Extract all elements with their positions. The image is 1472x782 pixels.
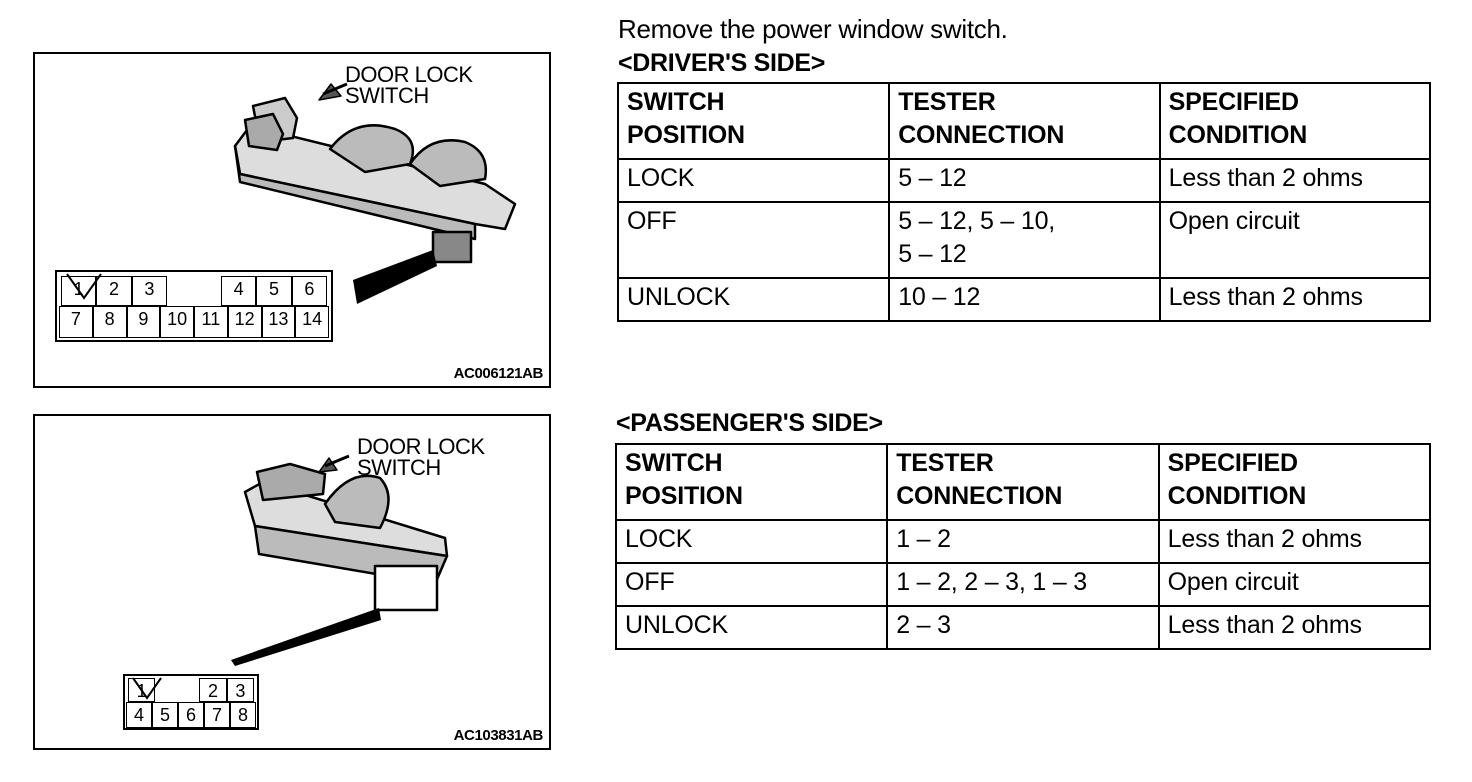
tester-connection-cell: 1 – 2, 2 – 3, 1 – 3 (886, 562, 1160, 607)
table-row: UNLOCK 2 – 3 Less than 2 ohms (614, 605, 1432, 650)
switch-position-cell: OFF (614, 562, 889, 607)
pin-label: 7 (204, 702, 230, 728)
pin-label: 4 (220, 276, 257, 306)
specified-condition-cell: Open circuit (1158, 201, 1432, 279)
driver-side-table: SWITCH POSITION TESTER CONNECTION SPECIF… (616, 82, 1432, 322)
header-line: CONNECTION (898, 121, 1065, 149)
switch-position-cell: UNLOCK (614, 605, 889, 650)
callout-line-2: SWITCH (345, 83, 429, 108)
passenger-connector-bottom-row: 4 5 6 7 8 (126, 702, 256, 728)
header-line: POSITION (625, 482, 743, 510)
switch-position-cell: OFF (616, 201, 891, 279)
switch-position-cell: LOCK (616, 158, 891, 203)
tester-connection-cell: 10 – 12 (888, 277, 1161, 322)
table-row: LOCK 5 – 12 Less than 2 ohms (616, 158, 1432, 203)
tester-connection-cell: 5 – 12, 5 – 10, 5 – 12 (888, 201, 1161, 279)
callout-line-1: DOOR LOCK (357, 434, 485, 459)
pin-label: 14 (295, 306, 329, 338)
header-line: CONDITION (1168, 121, 1308, 149)
switch-position-cell: UNLOCK (616, 277, 891, 322)
pin-label: 12 (227, 306, 262, 338)
figure-id: AC006121AB (453, 365, 544, 382)
pin-label: 2 (199, 678, 227, 702)
connection-line: 5 – 12, 5 – 10, (898, 207, 1056, 235)
header-line: SWITCH (627, 88, 725, 116)
figure-id: AC103831AB (453, 727, 544, 744)
pin-label: 9 (126, 306, 161, 338)
column-header: SPECIFIED CONDITION (1158, 82, 1432, 160)
callout-line-2: SWITCH (357, 455, 441, 480)
key-notch-shape (132, 677, 162, 700)
column-header: SPECIFIED CONDITION (1157, 443, 1432, 521)
driver-switch-figure: DOOR LOCK SWITCH 1 2 3 4 5 6 7 8 9 10 11… (33, 52, 551, 388)
table-row: UNLOCK 10 – 12 Less than 2 ohms (616, 277, 1432, 322)
specified-condition-cell: Less than 2 ohms (1157, 519, 1432, 564)
passenger-switch-illustration (231, 454, 449, 666)
connector-key-notch (132, 677, 199, 726)
pin-label: 8 (92, 306, 127, 338)
table-header-row: SWITCH POSITION TESTER CONNECTION SPECIF… (614, 443, 1432, 521)
column-header: TESTER CONNECTION (888, 82, 1161, 160)
column-header: SWITCH POSITION (616, 82, 891, 160)
driver-side-heading: <DRIVER'S SIDE> (618, 49, 826, 77)
pin-label: 2 (96, 276, 132, 306)
pin-label: 11 (194, 306, 228, 338)
passenger-side-heading: <PASSENGER'S SIDE> (616, 409, 883, 437)
column-header: TESTER CONNECTION (886, 443, 1160, 521)
header-line: CONNECTION (896, 482, 1063, 510)
passenger-switch-figure: DOOR LOCK SWITCH 1 2 3 4 5 6 7 8 AC10383… (33, 414, 551, 750)
specified-condition-cell: Open circuit (1157, 562, 1432, 607)
specified-condition-cell: Less than 2 ohms (1158, 158, 1432, 203)
passenger-side-table: SWITCH POSITION TESTER CONNECTION SPECIF… (614, 443, 1432, 650)
switch-position-cell: LOCK (614, 519, 889, 564)
pin-label: 6 (291, 276, 327, 306)
pin-label: 10 (160, 306, 194, 338)
key-notch-shape (66, 273, 102, 300)
header-line: TESTER (898, 88, 996, 116)
table-row: OFF 1 – 2, 2 – 3, 1 – 3 Open circuit (614, 562, 1432, 607)
tester-connection-cell: 1 – 2 (886, 519, 1160, 564)
connector-key-notch (66, 273, 221, 306)
pin-label: 4 (126, 702, 152, 728)
driver-switch-illustration (233, 82, 517, 304)
pin-label: 3 (131, 276, 167, 306)
door-lock-switch-callout: DOOR LOCK SWITCH (345, 62, 473, 108)
table-header-row: SWITCH POSITION TESTER CONNECTION SPECIF… (616, 82, 1432, 160)
table-row: OFF 5 – 12, 5 – 10, 5 – 12 Open circuit (616, 201, 1432, 279)
pin-label: 13 (261, 306, 296, 338)
connection-line: 5 – 12 (898, 240, 967, 268)
pin-label: 3 (226, 678, 254, 702)
header-line: SPECIFIED (1167, 449, 1298, 477)
connection-line: 5 – 12 (898, 164, 967, 192)
header-line: TESTER (896, 449, 994, 477)
header-line: POSITION (627, 121, 745, 149)
header-line: CONDITION (1167, 482, 1307, 510)
pin-label: 5 (256, 276, 292, 306)
connection-line: 10 – 12 (898, 283, 981, 311)
column-header: SWITCH POSITION (614, 443, 889, 521)
table-row: LOCK 1 – 2 Less than 2 ohms (614, 519, 1432, 564)
specified-condition-cell: Less than 2 ohms (1158, 277, 1432, 322)
callout-line-1: DOOR LOCK (345, 62, 473, 87)
header-line: SPECIFIED (1168, 88, 1299, 116)
pin-label: 5 (152, 702, 178, 728)
tester-connection-cell: 2 – 3 (886, 605, 1160, 650)
header-line: SWITCH (625, 449, 723, 477)
pin-label: 8 (230, 702, 256, 728)
door-lock-switch-callout: DOOR LOCK SWITCH (357, 434, 485, 480)
instruction-text: Remove the power window switch. (618, 14, 1008, 44)
driver-connector-bottom-row: 7 8 9 10 11 12 13 14 (59, 306, 329, 338)
pin-label: 7 (59, 306, 93, 338)
pin-label: 6 (178, 702, 204, 728)
specified-condition-cell: Less than 2 ohms (1157, 605, 1432, 650)
tester-connection-cell: 5 – 12 (888, 158, 1161, 203)
